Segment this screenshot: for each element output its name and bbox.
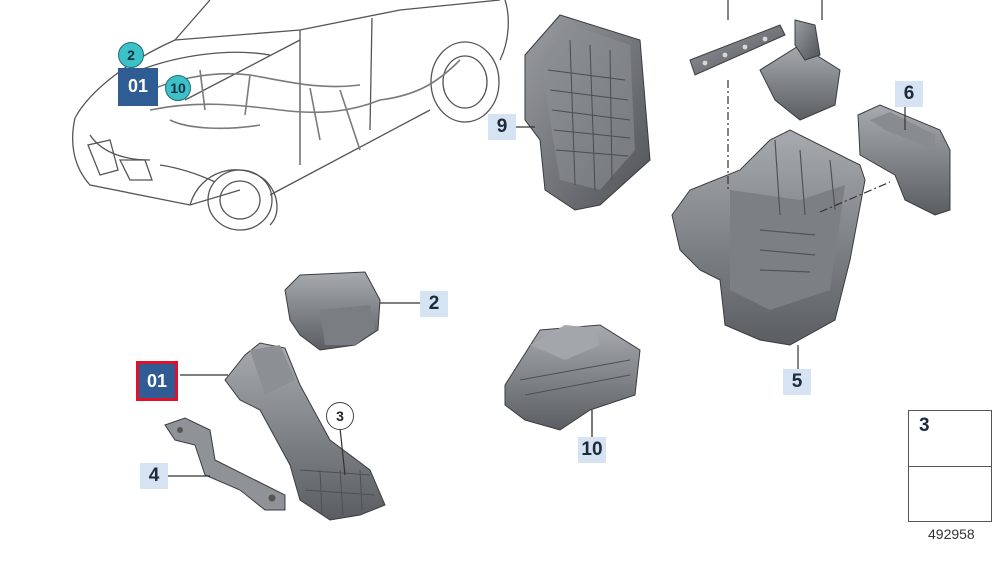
part-4-bracket[interactable] (164, 417, 286, 511)
part-10-module[interactable] (504, 324, 641, 431)
part-9-control-module[interactable] (524, 14, 651, 211)
overview-marker-10[interactable]: 10 (165, 75, 191, 101)
leader-line-3 (339, 427, 346, 476)
part-6-bracket[interactable] (857, 104, 951, 216)
legend-divider (909, 466, 991, 467)
overview-marker-2[interactable]: 2 (118, 42, 144, 68)
part-5-fuse-box[interactable] (671, 19, 866, 346)
callout-4[interactable]: 4 (140, 463, 168, 489)
callout-9[interactable]: 9 (488, 114, 516, 140)
callout-2[interactable]: 2 (420, 291, 448, 317)
callout-6[interactable]: 6 (895, 81, 923, 107)
callout-5[interactable]: 5 (783, 369, 811, 395)
overview-selected-marker[interactable]: 01 (118, 68, 158, 106)
figure-id: 492958 (928, 526, 975, 542)
leader-lines-5 (727, 0, 891, 370)
part-01-holder[interactable] (224, 342, 386, 521)
callout-3[interactable]: 3 (326, 402, 354, 430)
callout-10[interactable]: 10 (578, 437, 606, 463)
part-2-cover[interactable] (284, 271, 381, 351)
legend-part-number: 3 (919, 415, 930, 436)
wiring-harness-drawing (139, 59, 461, 151)
selected-part-label[interactable]: 01 (136, 361, 178, 401)
legend-box: 3 (908, 410, 992, 522)
car-overview-drawing (72, 0, 509, 231)
